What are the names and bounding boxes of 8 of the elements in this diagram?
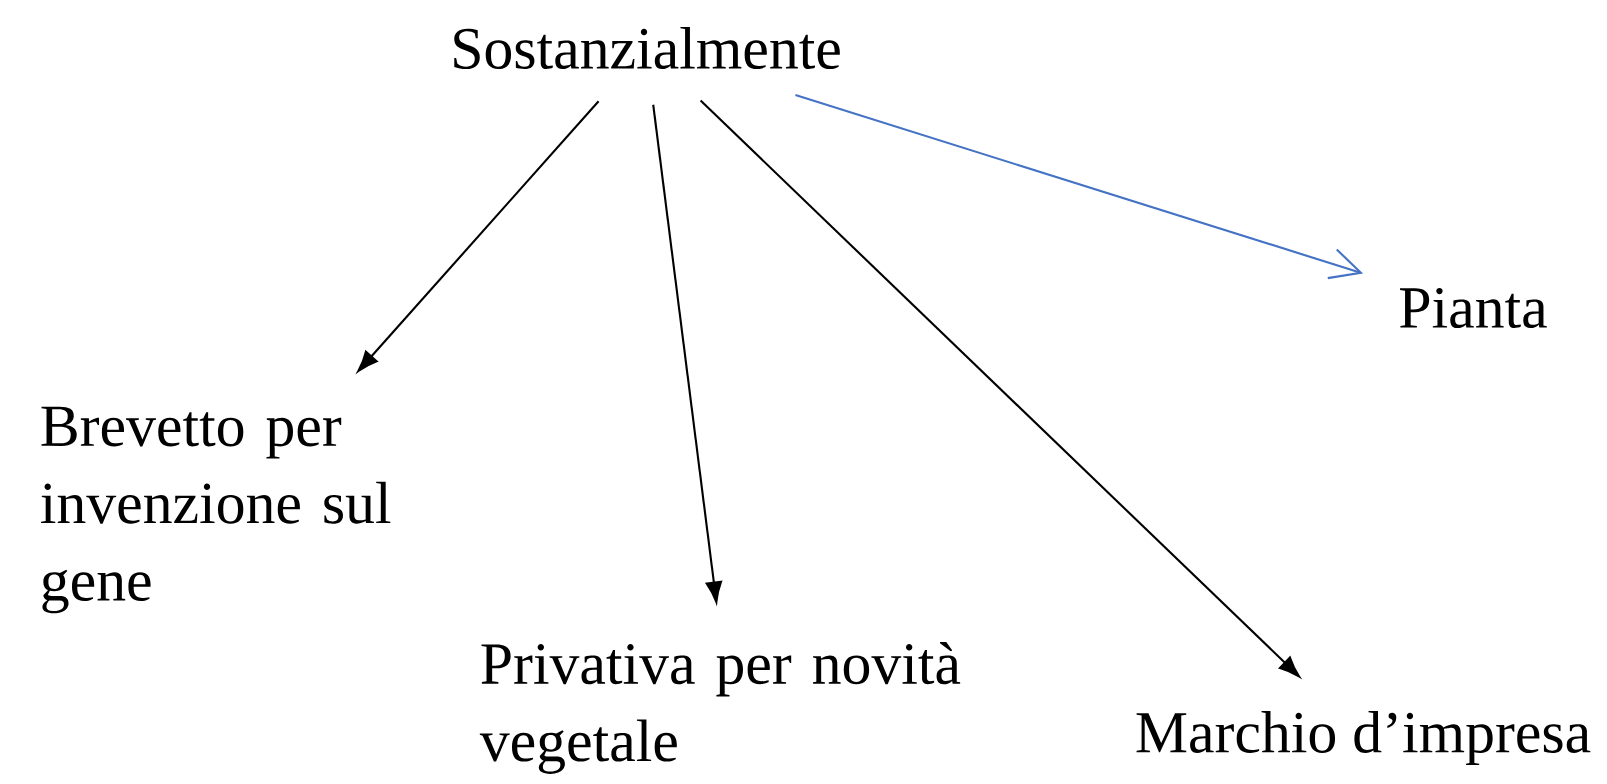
arrow bbox=[357, 100, 600, 373]
node-text: Pianta bbox=[1400, 287, 1547, 329]
node-text: Privativa per novità vegetale bbox=[479, 642, 961, 774]
node-text: Marchio d’impresa bbox=[1136, 710, 1591, 766]
arrow bbox=[699, 99, 1300, 678]
node-text: Brevetto per invenzione sul gene bbox=[41, 406, 391, 614]
arrow bbox=[795, 94, 1364, 280]
node-text: Sostanzialmente bbox=[454, 27, 840, 70]
